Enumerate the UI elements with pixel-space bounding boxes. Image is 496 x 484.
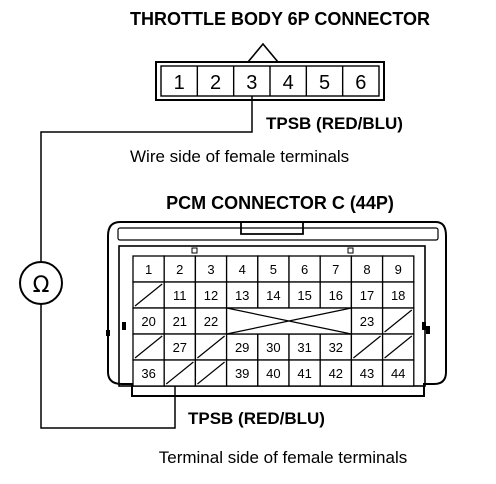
pcm-terminal-cell xyxy=(257,359,290,387)
throttle-view-caption: Wire side of female terminals xyxy=(130,147,349,166)
cavity-hatch-line xyxy=(134,335,163,359)
pcm-pin-27: 27 xyxy=(173,340,187,355)
pcm-pin-2: 2 xyxy=(176,262,183,277)
pcm-terminal-cell xyxy=(163,307,197,335)
pcm-terminal-cell xyxy=(288,281,321,309)
pcm-pin-31: 31 xyxy=(297,340,311,355)
cavity-hatch-line xyxy=(384,309,413,333)
pcm-terminal-cell xyxy=(350,359,384,387)
pcm-pin-15: 15 xyxy=(297,288,311,303)
pcm-terminal-cell xyxy=(381,281,415,309)
throttle-connector-latch xyxy=(247,42,279,63)
throttle-wire-label: TPSB (RED/BLU) xyxy=(266,114,403,133)
pcm-wire-label: TPSB (RED/BLU) xyxy=(188,409,325,428)
pcm-pin-4: 4 xyxy=(239,262,246,277)
ohm-symbol: Ω xyxy=(33,273,50,298)
pcm-view-caption: Terminal side of female terminals xyxy=(159,448,407,467)
throttle-probe-wire xyxy=(40,96,253,262)
throttle-pin-3: 3 xyxy=(246,72,257,94)
cavity-hatch-line xyxy=(197,361,225,385)
pcm-terminal-cell xyxy=(257,281,290,309)
pcm-pin-30: 30 xyxy=(266,340,280,355)
cavity-hatch-line xyxy=(165,361,194,385)
throttle-pin-1: 1 xyxy=(174,72,185,94)
pcm-terminal-cell xyxy=(319,359,353,387)
pcm-pin-23: 23 xyxy=(360,314,374,329)
throttle-pin-6: 6 xyxy=(355,72,366,94)
pcm-terminal-cell xyxy=(288,255,321,283)
pcm-pin-14: 14 xyxy=(266,288,280,303)
pcm-pin-1: 1 xyxy=(145,262,152,277)
pcm-pin-42: 42 xyxy=(329,366,343,381)
pcm-pin-22: 22 xyxy=(204,314,218,329)
pcm-pin-36: 36 xyxy=(141,366,155,381)
pcm-pin-21: 21 xyxy=(173,314,187,329)
throttle-connector-title: THROTTLE BODY 6P CONNECTOR xyxy=(130,9,430,29)
pcm-terminal-cell xyxy=(319,333,353,361)
cavity-hatch-line xyxy=(134,283,163,307)
pcm-pin-6: 6 xyxy=(301,262,308,277)
pcm-pin-13: 13 xyxy=(235,288,249,303)
throttle-pin-2: 2 xyxy=(210,72,221,94)
pcm-pin-7: 7 xyxy=(332,262,339,277)
pcm-pin-43: 43 xyxy=(360,366,374,381)
pcm-pin-32: 32 xyxy=(329,340,343,355)
pcm-pin-41: 41 xyxy=(297,366,311,381)
pcm-pin-44: 44 xyxy=(391,366,405,381)
pcm-probe-wire xyxy=(40,304,176,429)
pcm-terminal-cell xyxy=(225,359,259,387)
pcm-terminal-cell xyxy=(350,255,384,283)
pcm-pin-11: 11 xyxy=(173,288,187,303)
pcm-pin-18: 18 xyxy=(391,288,405,303)
pcm-pin-8: 8 xyxy=(363,262,370,277)
pcm-pin-12: 12 xyxy=(204,288,218,303)
pcm-pin-16: 16 xyxy=(329,288,343,303)
throttle-connector-body: 1 2 3 4 5 6 xyxy=(155,61,385,101)
pcm-pin-40: 40 xyxy=(266,366,280,381)
pcm-terminal-cell xyxy=(288,359,321,387)
pcm-pin-9: 9 xyxy=(395,262,402,277)
ohmmeter-icon: Ω xyxy=(19,261,63,305)
cavity-hatch-line xyxy=(353,335,381,359)
cavity-hatch-line xyxy=(197,335,225,359)
throttle-pin-5: 5 xyxy=(319,72,330,94)
cavity-hatch-line xyxy=(384,335,413,359)
pcm-pin-17: 17 xyxy=(360,288,374,303)
pcm-pin-5: 5 xyxy=(270,262,277,277)
pcm-pin-3: 3 xyxy=(207,262,214,277)
pcm-terminal-cell xyxy=(381,359,415,387)
pcm-pin-20: 20 xyxy=(141,314,155,329)
pcm-connector-title: PCM CONNECTOR C (44P) xyxy=(166,193,394,213)
throttle-pin-4: 4 xyxy=(283,72,294,94)
pcm-pin-39: 39 xyxy=(235,366,249,381)
pcm-terminal-cell xyxy=(225,255,259,283)
pcm-pin-29: 29 xyxy=(235,340,249,355)
center-cross-line xyxy=(226,307,352,335)
